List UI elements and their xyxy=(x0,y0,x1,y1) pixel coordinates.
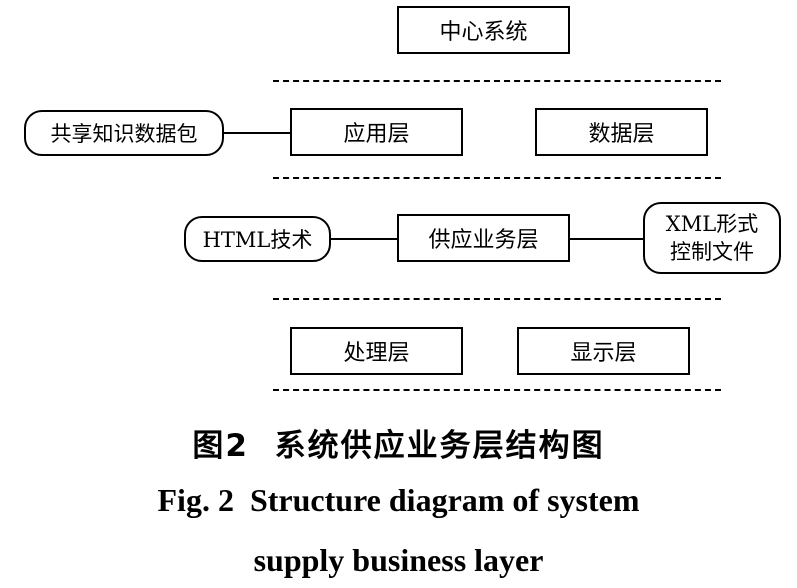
data-layer-box: 数据层 xyxy=(535,108,708,156)
xml-control-file-node: XML形式 控制文件 xyxy=(643,202,781,274)
figure-caption-english-line2: supply business layer xyxy=(253,542,544,578)
figure-caption-chinese: 图2 系统供应业务层结构图 xyxy=(192,428,605,464)
layer-separator-1 xyxy=(273,80,721,82)
layer-separator-2 xyxy=(273,177,721,179)
layer-separator-4 xyxy=(273,389,721,391)
layer-separator-3 xyxy=(273,298,721,300)
connector-line xyxy=(224,132,290,134)
application-layer-box: 应用层 xyxy=(290,108,463,156)
shared-knowledge-package-node: 共享知识数据包 xyxy=(24,110,224,156)
supply-business-layer-box: 供应业务层 xyxy=(397,214,570,262)
connector-line xyxy=(570,238,643,240)
figure-caption-english-line1: Fig. 2 Structure diagram of system xyxy=(157,482,640,518)
display-layer-box: 显示层 xyxy=(517,327,690,375)
xml-line-2: 控制文件 xyxy=(670,240,754,264)
connector-line xyxy=(331,238,397,240)
center-system-box: 中心系统 xyxy=(397,6,570,54)
processing-layer-box: 处理层 xyxy=(290,327,463,375)
html-technology-node: HTML技术 xyxy=(184,216,331,262)
xml-line-1: XML形式 xyxy=(665,212,759,236)
